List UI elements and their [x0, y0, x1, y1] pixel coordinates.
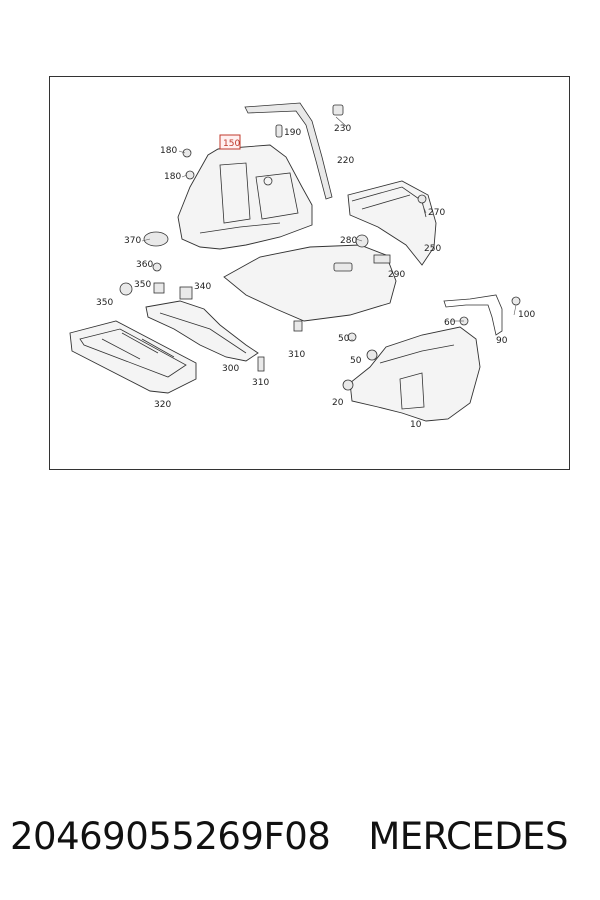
brand-name: MERCEDES	[368, 814, 569, 858]
callout-280: 280	[340, 236, 357, 246]
trim-strip-230	[244, 102, 333, 200]
callout-310-bottom: 310	[252, 378, 269, 388]
rear-panel-250	[347, 180, 437, 266]
callout-230: 230	[334, 124, 351, 134]
callout-350-left: 350	[96, 298, 113, 308]
callout-180-bottom: 180	[164, 172, 181, 182]
highlight-box-150	[219, 134, 241, 150]
callout-150: 150	[223, 139, 240, 149]
product-footer: 20469055269F08 MERCEDES	[10, 806, 595, 866]
callout-50-bottom: 50	[350, 356, 362, 366]
callout-270: 270	[428, 208, 445, 218]
sill-300	[145, 300, 259, 362]
callout-360: 360	[136, 260, 153, 270]
callout-300: 300	[222, 364, 239, 374]
callout-50-top: 50	[338, 334, 350, 344]
side-panel-150	[177, 144, 313, 250]
callout-370: 370	[124, 236, 141, 246]
callout-90: 90	[496, 336, 508, 346]
side-panel-10	[349, 326, 481, 422]
storage-tray-320	[69, 320, 197, 394]
callout-350-top: 350	[134, 280, 151, 290]
floor-panel-290	[223, 244, 397, 322]
callout-220: 220	[337, 156, 354, 166]
callout-180-top: 180	[160, 146, 177, 156]
callout-60: 60	[444, 318, 456, 328]
callout-310-top: 310	[288, 350, 305, 360]
callout-340: 340	[194, 282, 211, 292]
parts-diagram: 230 190 150 180 180 220 270 370 280 250 …	[69, 102, 535, 430]
callout-250: 250	[424, 244, 441, 254]
callout-290: 290	[388, 270, 405, 280]
callout-100: 100	[518, 310, 535, 320]
callout-10: 10	[410, 420, 422, 430]
callout-190: 190	[284, 128, 301, 138]
part-number: 20469055269F08	[10, 814, 331, 858]
bracket-90	[443, 294, 503, 336]
callout-20: 20	[332, 398, 344, 408]
callout-320: 320	[154, 400, 171, 410]
parts-diagram-frame: 230 190 150 180 180 220 270 370 280 250 …	[49, 76, 570, 470]
